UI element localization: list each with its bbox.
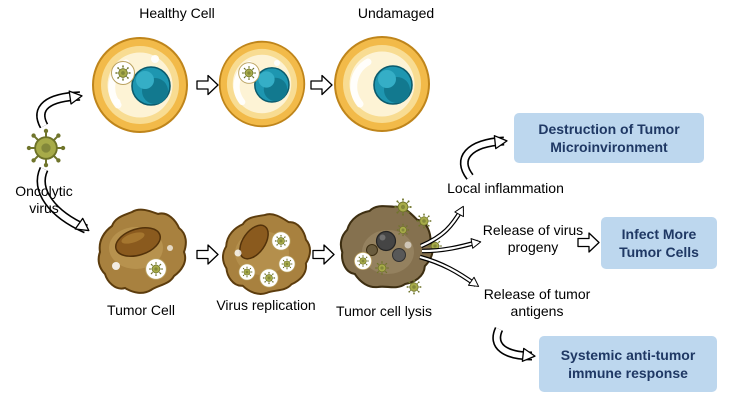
curved-arrow-icon <box>36 166 94 237</box>
undamaged-label: Undamaged <box>357 5 435 21</box>
undamaged-cell-icon <box>335 37 429 131</box>
infected-healthy-cell-icon <box>93 38 187 132</box>
block-arrow-icon <box>196 244 219 265</box>
curved-arrow-icon <box>492 327 537 364</box>
oncolytic-virus-label: Oncolytic virus <box>15 183 73 216</box>
curved-arrow-icon <box>459 133 509 180</box>
virus-replication-cell-icon <box>215 205 318 304</box>
destruction-box-label: Destruction of Tumor Microinvironment <box>538 121 680 155</box>
release-virus-progeny-label: Release of virus progeny <box>482 222 584 255</box>
release-tumor-antigens-label: Release of tumor antigens <box>483 286 591 319</box>
tumor-cell-icon <box>97 208 187 294</box>
tumor-cell-lysis-label: Tumor cell lysis <box>336 303 432 319</box>
curved-arrow-icon <box>419 254 482 291</box>
oncolytic-virus-icon <box>25 127 67 169</box>
infect-more-tumor-cells-box: Infect More Tumor Cells <box>601 217 717 269</box>
curved-arrow-icon <box>36 88 84 129</box>
infected-healthy-cell-icon <box>220 42 305 127</box>
block-arrow-icon <box>312 244 335 265</box>
tumor-cell-lysis-icon <box>327 189 446 306</box>
curved-arrow-icon <box>421 236 483 254</box>
curved-arrow-icon <box>420 203 469 249</box>
systemic-anti-tumor-immune-response-box: Systemic anti-tumor immune response <box>539 336 717 392</box>
virus-replication-label: Virus replication <box>216 297 316 313</box>
local-inflammation-label: Local inflammation <box>447 180 564 196</box>
block-arrow-icon <box>196 74 219 96</box>
infect-box-label: Infect More Tumor Cells <box>619 226 699 260</box>
destruction-tumor-microenvironment-box: Destruction of Tumor Microinvironment <box>514 113 704 163</box>
tumor-cell-label: Tumor Cell <box>107 302 175 318</box>
systemic-box-label: Systemic anti-tumor immune response <box>560 347 696 381</box>
healthy-cell-label: Healthy Cell <box>139 5 215 21</box>
block-arrow-icon <box>310 74 333 96</box>
